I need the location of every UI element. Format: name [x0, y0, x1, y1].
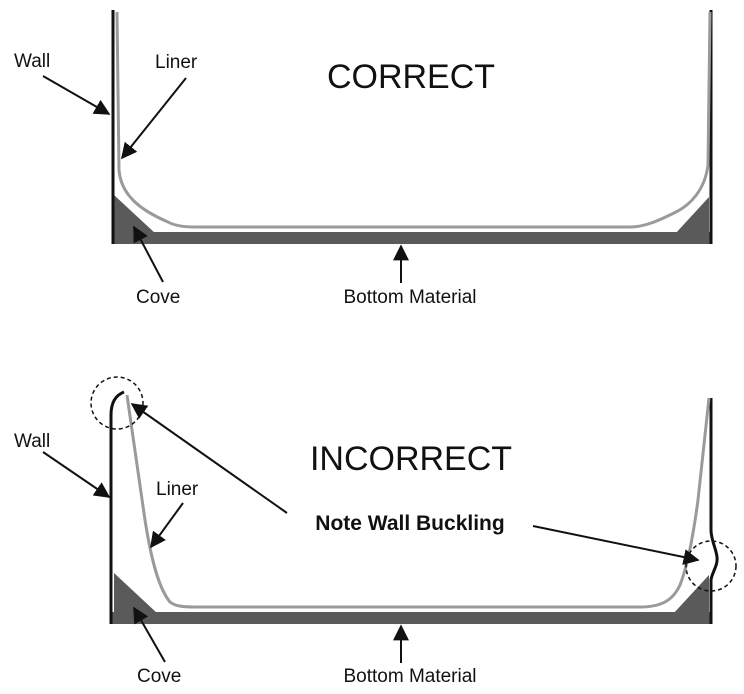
- note-right-arrow: [532, 525, 700, 565]
- correct-liner-label: Liner: [155, 52, 198, 73]
- incorrect-liner: [125, 394, 711, 609]
- incorrect-title: INCORRECT: [310, 440, 512, 478]
- correct-cove-label: Cove: [136, 287, 180, 308]
- left-buckling-circle: [90, 376, 144, 430]
- correct-right-cove: [675, 197, 709, 244]
- incorrect-cove-arrow: [133, 606, 166, 663]
- incorrect-right-cove: [673, 575, 709, 624]
- correct-bottom-label: Bottom Material: [343, 287, 476, 308]
- incorrect-left-wall: [109, 390, 125, 624]
- incorrect-wall-label: Wall: [14, 431, 50, 452]
- correct-liner: [115, 11, 712, 229]
- correct-wall-label: Wall: [14, 51, 50, 72]
- incorrect-cove-label: Cove: [137, 666, 181, 687]
- incorrect-wall-arrow: [42, 451, 111, 498]
- incorrect-panel: Wall INCORRECT Liner Note Wall Buckling …: [14, 376, 737, 687]
- correct-panel: Wall Liner CORRECT Cove Bottom Material: [14, 10, 713, 308]
- correct-liner-arrow: [121, 77, 187, 160]
- incorrect-liner-arrow: [150, 502, 184, 549]
- correct-wall-arrow: [42, 75, 111, 115]
- incorrect-right-wall: [709, 398, 719, 624]
- incorrect-liner-label: Liner: [156, 479, 199, 500]
- correct-title: CORRECT: [327, 58, 495, 96]
- correct-cove-arrow: [133, 225, 164, 283]
- correct-bottom-material: [112, 232, 710, 244]
- incorrect-bottom-label: Bottom Material: [343, 666, 476, 687]
- note-left-arrow: [130, 403, 288, 514]
- incorrect-bottom-material: [112, 612, 710, 624]
- right-buckling-circle: [685, 540, 737, 592]
- note-wall-buckling-label: Note Wall Buckling: [315, 512, 504, 535]
